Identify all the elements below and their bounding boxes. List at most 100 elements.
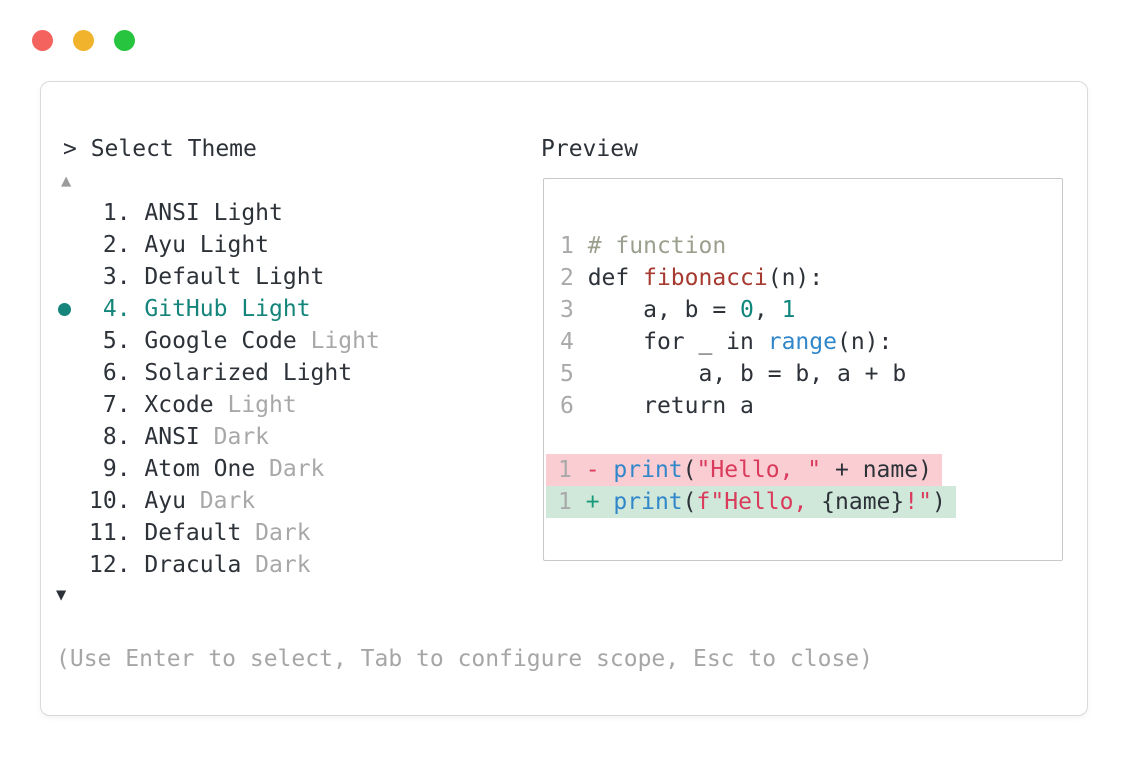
theme-item-number: 2. bbox=[89, 232, 145, 258]
theme-item[interactable]: 5. Google Code Light bbox=[89, 325, 380, 357]
theme-item[interactable]: 8. ANSI Dark bbox=[89, 421, 380, 453]
theme-item[interactable]: 4. GitHub Light bbox=[89, 293, 380, 325]
keyboard-hint: (Use Enter to select, Tab to configure s… bbox=[56, 646, 873, 672]
code-line: 2 def fibonacci(n): bbox=[544, 262, 1062, 294]
theme-item-label: Default bbox=[144, 520, 242, 546]
code-token-builtin: range bbox=[767, 329, 837, 355]
theme-item-label: Solarized Light bbox=[144, 360, 353, 386]
diff-line-removed: 1 - print("Hello, " + name) bbox=[544, 454, 1062, 486]
theme-item-variant: Dark bbox=[185, 488, 256, 514]
code-token-func: fibonacci bbox=[643, 265, 768, 291]
code-token-text: def bbox=[587, 265, 644, 291]
theme-item-label: ANSI bbox=[144, 424, 200, 450]
theme-item-label: Default Light bbox=[144, 264, 325, 290]
line-number: 4 bbox=[560, 329, 588, 355]
code-token-text: ( bbox=[682, 489, 697, 515]
code-token-text: (n): bbox=[767, 265, 824, 291]
line-number: 1 bbox=[558, 489, 586, 515]
theme-item-number: 5. bbox=[89, 328, 145, 354]
theme-item[interactable]: 1. ANSI Light bbox=[89, 197, 380, 229]
code-token-text: ) bbox=[931, 489, 946, 515]
picker-title: > Select Theme bbox=[63, 136, 257, 162]
theme-item[interactable]: 10. Ayu Dark bbox=[89, 485, 380, 517]
code-line: 4 for _ in range(n): bbox=[544, 326, 1062, 358]
code-token-text: a, b = b, a + b bbox=[587, 361, 907, 387]
code-token-text: a, b = bbox=[587, 297, 741, 323]
scroll-down-icon[interactable]: ▼ bbox=[56, 579, 66, 611]
theme-item[interactable]: 2. Ayu Light bbox=[89, 229, 380, 261]
theme-picker-window: > Select Theme ▲ 1. ANSI Light 2. Ayu Li… bbox=[40, 81, 1088, 716]
theme-item-number: 10. bbox=[89, 488, 145, 514]
code-token-text: for _ in bbox=[587, 329, 768, 355]
code-line bbox=[544, 422, 1062, 454]
theme-item[interactable]: 7. Xcode Light bbox=[89, 389, 380, 421]
code-line: 1 # function bbox=[544, 230, 1062, 262]
close-button[interactable] bbox=[32, 30, 53, 51]
line-number: 1 bbox=[560, 233, 588, 259]
code-token-str: "Hello, " bbox=[696, 457, 822, 483]
theme-item-number: 9. bbox=[89, 456, 145, 482]
line-number: 6 bbox=[560, 393, 588, 419]
theme-item-number: 6. bbox=[89, 360, 145, 386]
theme-item-label: Google Code bbox=[144, 328, 297, 354]
window-controls bbox=[32, 30, 135, 51]
zoom-button[interactable] bbox=[114, 30, 135, 51]
line-number: 3 bbox=[560, 297, 588, 323]
diff-highlight: 1 - print("Hello, " + name) bbox=[546, 454, 942, 486]
code-line: 3 a, b = 0, 1 bbox=[544, 294, 1062, 326]
theme-item-number: 8. bbox=[89, 424, 145, 450]
theme-item-label: Atom One bbox=[144, 456, 256, 482]
theme-item-label: Ayu Light bbox=[144, 232, 270, 258]
code-token-text: (n): bbox=[836, 329, 893, 355]
theme-item-label: GitHub Light bbox=[144, 296, 311, 322]
theme-item[interactable]: 11. Default Dark bbox=[89, 517, 380, 549]
line-number: 5 bbox=[560, 361, 588, 387]
line-number: 1 bbox=[558, 457, 586, 483]
theme-item-label: Xcode bbox=[144, 392, 214, 418]
code-token-builtin: print bbox=[613, 489, 683, 515]
code-token-str: !" bbox=[904, 489, 932, 515]
code-line: 6 return a bbox=[544, 390, 1062, 422]
code-token-builtin: print bbox=[613, 457, 683, 483]
theme-list: 1. ANSI Light 2. Ayu Light 3. Default Li… bbox=[89, 197, 380, 581]
theme-item-variant: Dark bbox=[241, 552, 311, 578]
theme-item[interactable]: 12. Dracula Dark bbox=[89, 549, 380, 581]
theme-item[interactable]: 6. Solarized Light bbox=[89, 357, 380, 389]
theme-item[interactable]: 9. Atom One Dark bbox=[89, 453, 380, 485]
theme-item[interactable]: 3. Default Light bbox=[89, 261, 380, 293]
theme-item-number: 4. bbox=[89, 296, 145, 322]
preview-title: Preview bbox=[541, 136, 638, 162]
theme-item-variant: Dark bbox=[199, 424, 270, 450]
code-token-text bbox=[600, 457, 614, 483]
theme-item-variant: Light bbox=[296, 328, 380, 354]
code-token-text: + name) bbox=[821, 457, 932, 483]
diff-line-added: 1 + print(f"Hello, {name}!") bbox=[544, 486, 1062, 518]
code-token-add: + bbox=[585, 489, 600, 515]
theme-item-number: 12. bbox=[89, 552, 145, 578]
theme-item-number: 1. bbox=[89, 200, 145, 226]
code-line: 5 a, b = b, a + b bbox=[544, 358, 1062, 390]
theme-item-number: 3. bbox=[89, 264, 145, 290]
theme-item-variant: Dark bbox=[241, 520, 311, 546]
code-token-num: 1 bbox=[781, 297, 796, 323]
theme-item-number: 11. bbox=[89, 520, 145, 546]
selected-item-bullet bbox=[58, 303, 71, 316]
code-token-text: , bbox=[753, 297, 782, 323]
minimize-button[interactable] bbox=[73, 30, 94, 51]
code-token-str: - bbox=[585, 457, 600, 483]
code-token-num: 0 bbox=[740, 297, 754, 323]
code-token-str: f"Hello, bbox=[696, 489, 822, 515]
line-number: 2 bbox=[560, 265, 588, 291]
code-token-comment: # function bbox=[587, 233, 727, 259]
code-token-text bbox=[600, 489, 614, 515]
theme-item-label: Dracula bbox=[144, 552, 242, 578]
theme-item-variant: Dark bbox=[255, 456, 325, 482]
code-token-text: return a bbox=[587, 393, 754, 419]
theme-item-variant: Light bbox=[213, 392, 297, 418]
diff-highlight: 1 + print(f"Hello, {name}!") bbox=[546, 486, 956, 518]
theme-item-label: ANSI Light bbox=[144, 200, 283, 226]
theme-item-number: 7. bbox=[89, 392, 145, 418]
scroll-up-icon[interactable]: ▲ bbox=[61, 165, 71, 197]
